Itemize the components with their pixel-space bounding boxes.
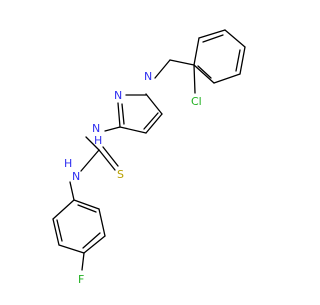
- molecule-diagram: N N N H H N S Cl F: [52, 29, 246, 286]
- bond: [77, 204, 97, 213]
- bond: [82, 232, 101, 249]
- sulfur-label: S: [117, 168, 124, 181]
- bond: [98, 149, 116, 171]
- bond: [56, 219, 63, 242]
- bond: [85, 136, 100, 151]
- hydrogen-label: H: [64, 157, 72, 170]
- bond: [193, 37, 200, 66]
- bond: [117, 102, 121, 128]
- bond: [235, 49, 241, 72]
- bond: [193, 64, 215, 84]
- bond: [224, 29, 246, 48]
- nitrogen-label: N: [92, 122, 100, 135]
- bond: [121, 103, 125, 125]
- bond: [119, 126, 147, 134]
- bond: [80, 149, 100, 172]
- nitrogen-label: N: [72, 170, 80, 183]
- bond: [239, 46, 246, 75]
- atom-labels: N N N H H N S Cl F: [64, 70, 202, 286]
- bond: [198, 29, 226, 39]
- bond: [73, 199, 100, 210]
- bond: [143, 112, 159, 130]
- bond: [104, 126, 121, 132]
- bond: [154, 59, 171, 79]
- bond: [83, 235, 106, 254]
- nitrogen-label: N: [114, 89, 122, 102]
- nitrogen-label: N: [144, 70, 152, 83]
- bond: [102, 146, 119, 167]
- bond: [58, 244, 85, 254]
- bond: [197, 65, 212, 79]
- bond: [52, 218, 60, 246]
- bond: [98, 208, 106, 237]
- bonds: [52, 29, 246, 271]
- bond: [52, 199, 75, 220]
- bond: [193, 64, 196, 94]
- molecule-structure: N N N H H N S Cl F: [52, 29, 246, 286]
- bond: [145, 93, 163, 115]
- chlorine-label: Cl: [191, 95, 202, 108]
- fluorine-label: F: [78, 273, 84, 286]
- bond: [145, 113, 163, 134]
- hydrogen-label: H: [94, 134, 102, 147]
- bond: [169, 59, 195, 66]
- bond: [202, 34, 224, 43]
- bond: [213, 73, 241, 84]
- bond: [69, 181, 75, 201]
- bond: [81, 252, 85, 271]
